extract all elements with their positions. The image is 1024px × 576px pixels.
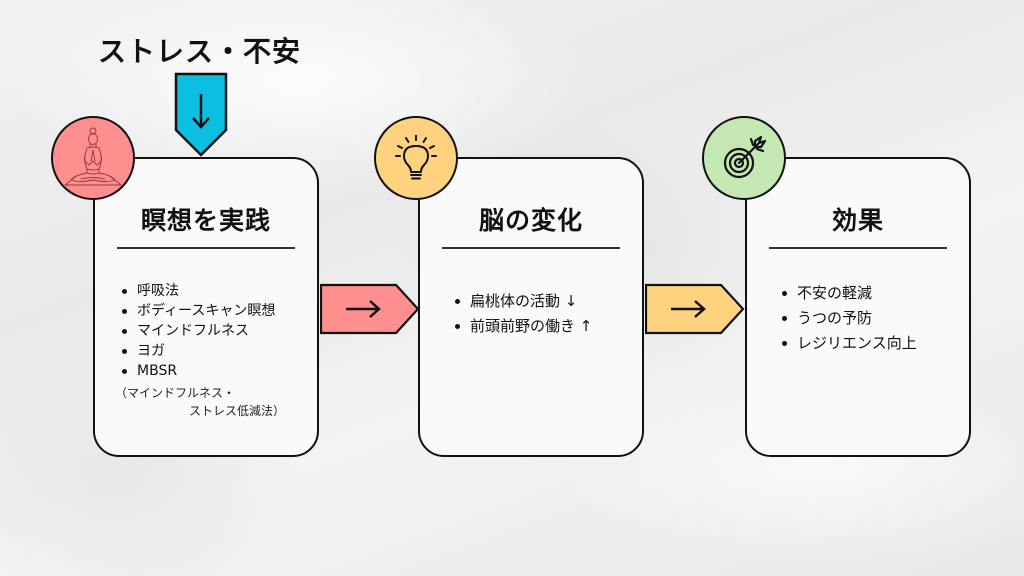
mbsr-note: （マインドフルネス・ ストレス低減法）: [115, 384, 285, 420]
list-item: 呼吸法: [117, 281, 275, 301]
connector-arrow-1: [320, 283, 420, 335]
divider: [117, 247, 295, 249]
card-heading: 脳の変化: [478, 206, 583, 235]
lightbulb-icon: [395, 135, 437, 180]
divider: [442, 247, 620, 249]
note-line: （マインドフルネス・: [115, 386, 236, 400]
practice-list: 呼吸法 ボディースキャン瞑想 マインドフルネス ヨガ MBSR: [117, 281, 275, 381]
list-item: うつの予防: [777, 306, 917, 331]
list-item: 不安の軽減: [777, 281, 917, 306]
target-badge: [702, 116, 786, 200]
list-item: マインドフルネス: [117, 321, 275, 341]
list-item: 扁桃体の活動 ↓: [450, 289, 592, 314]
diagram-title: ストレス・不安: [98, 35, 302, 68]
lightbulb-badge: [374, 116, 458, 200]
arrow-right-icon: [671, 300, 706, 318]
effects-list: 不安の軽減 うつの予防 レジリエンス向上: [777, 281, 917, 356]
list-item: レジリエンス向上: [777, 331, 917, 356]
target-icon: [723, 135, 767, 179]
card-heading: 効果: [831, 206, 884, 235]
input-down-arrow: [174, 72, 228, 157]
brain-change-list: 扁桃体の活動 ↓ 前頭前野の働き ↑: [450, 289, 592, 339]
list-item: 前頭前野の働き ↑: [450, 314, 592, 339]
card-heading: 瞑想を実践: [140, 206, 271, 235]
divider: [769, 247, 947, 249]
step-card-brain-change: 脳の変化 扁桃体の活動 ↓ 前頭前野の働き ↑: [418, 157, 644, 457]
connector-arrow-2: [645, 283, 745, 335]
meditation-badge: [51, 116, 135, 200]
arrow-right-icon: [346, 300, 381, 318]
list-item: ボディースキャン瞑想: [117, 301, 275, 321]
step-card-effects: 効果 不安の軽減 うつの予防 レジリエンス向上: [745, 157, 971, 457]
step-card-practice: 瞑想を実践 呼吸法 ボディースキャン瞑想 マインドフルネス ヨガ MBSR （マ…: [93, 157, 319, 457]
arrow-down-icon: [192, 94, 210, 129]
list-item: ヨガ: [117, 341, 275, 361]
note-line: ストレス低減法）: [189, 404, 286, 418]
list-item: MBSR: [117, 361, 275, 381]
meditation-figure-icon: [64, 127, 122, 186]
